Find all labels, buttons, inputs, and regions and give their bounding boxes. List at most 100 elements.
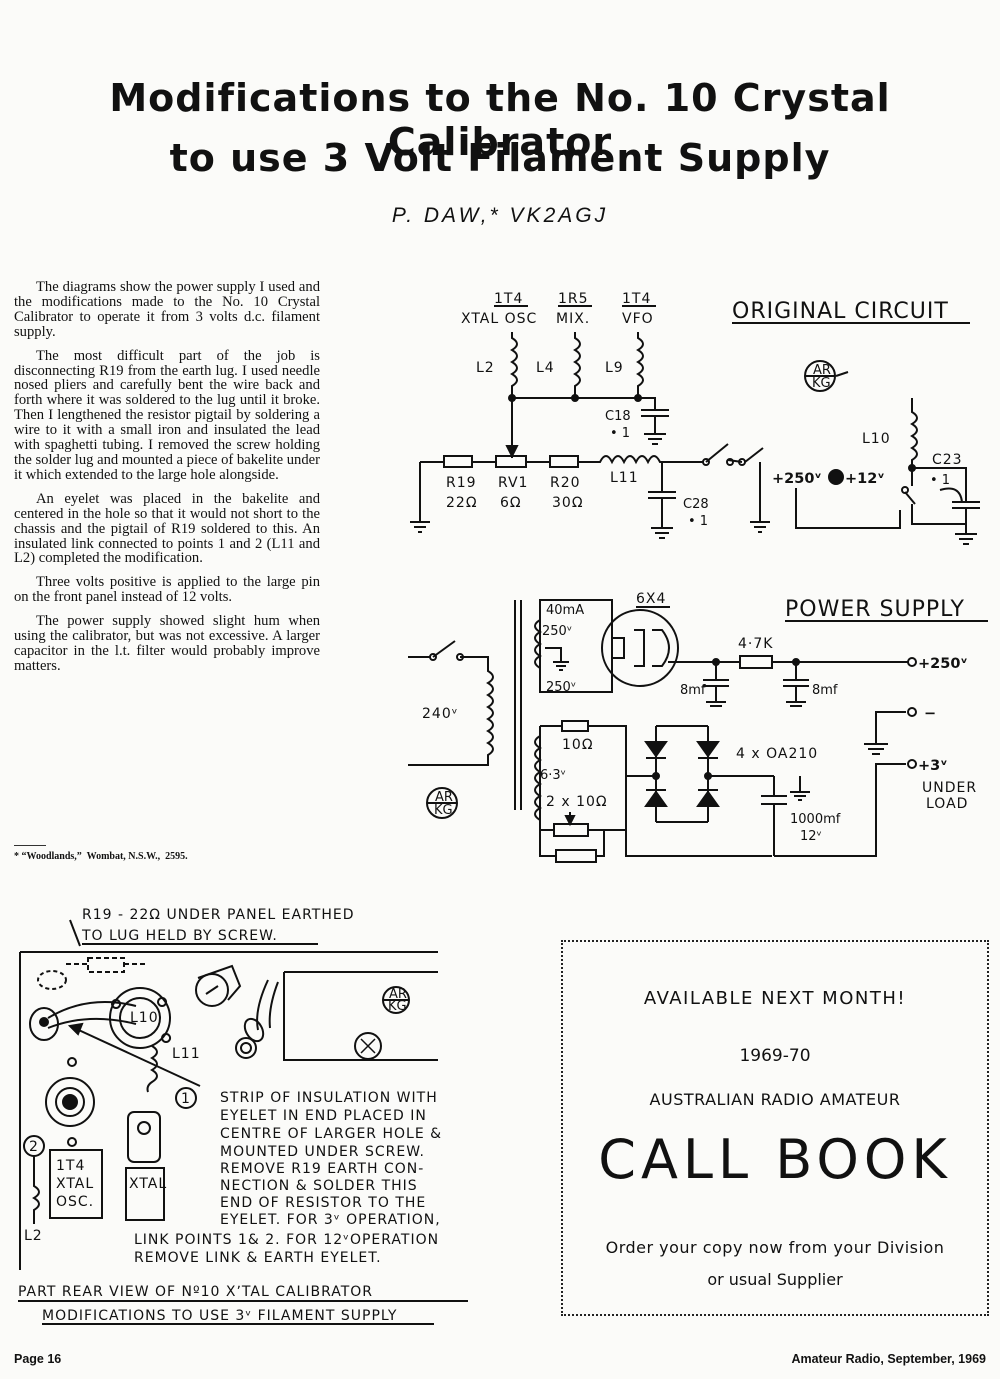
rear-view-drawing: R19 - 22Ω UNDER PANEL EARTHED TO LUG HEL…	[18, 907, 468, 1325]
drawing-caption-line1: PART REAR VIEW OF Nº10 XʼTAL CALIBRATOR	[18, 1284, 373, 1300]
note-line: REMOVE R19 EARTH CON-	[220, 1161, 424, 1177]
body-paragraph: The most difficult part of the job is di…	[14, 347, 320, 483]
cap-12v-label: 12ᵛ	[800, 829, 822, 844]
output-3v-label: +3ᵛ	[918, 758, 948, 774]
supply-250v-label: +250ᵛ	[772, 471, 822, 487]
body-paragraph: The diagrams show the power supply I use…	[14, 279, 320, 340]
tube3-function: VFO	[622, 311, 654, 327]
publication-footer: Amateur Radio, September, 1969	[791, 1352, 986, 1366]
l2-label: L2	[476, 360, 495, 376]
body-paragraph: The power supply showed slight hum when …	[14, 613, 320, 674]
article-title-line2: to use 3 Volt Filament Supply	[169, 136, 831, 180]
c18-value: • 1	[610, 426, 630, 441]
logo-top: AR	[389, 987, 407, 1002]
c23-value: • 1	[930, 473, 950, 488]
logo-top: AR	[813, 363, 831, 378]
body-paragraph: An eyelet was placed in the bakelite and…	[14, 490, 320, 567]
l10-label: L10	[862, 431, 891, 447]
r19-label: R19	[446, 475, 477, 491]
drawing-tube-label: 1T4	[56, 1158, 85, 1174]
c28-label: C28	[683, 497, 709, 512]
c28-value: • 1	[688, 514, 708, 529]
logo-bottom: KG	[434, 803, 453, 818]
ad-line6: or usual Supplier	[707, 1270, 843, 1289]
ar-kg-logo: AR KG	[426, 787, 458, 819]
note-line: EYELET IN END PLACED IN	[220, 1108, 427, 1124]
resistor-2x10r-label: 2 x 10Ω	[546, 794, 608, 810]
resistor-4k7-label: 4·7K	[738, 636, 773, 652]
drawing-header-line2: TO LUG HELD BY SCREW.	[81, 928, 278, 944]
cap-8mf-label-b: 8mf	[812, 683, 838, 698]
note-line: EYELET. FOR 3ᵛ OPERATION,	[220, 1212, 441, 1228]
ad-line2: 1969-70	[739, 1046, 811, 1066]
logo-bottom: KG	[388, 999, 407, 1014]
supply-12v-label: +12ᵛ	[845, 471, 885, 487]
cap-1000mf-label: 1000mf	[790, 812, 841, 827]
drawing-xtal-osc-line1: XTAL	[56, 1176, 94, 1192]
note-line: NECTION & SOLDER THIS	[220, 1178, 418, 1194]
article-body: The diagrams show the power supply I use…	[14, 280, 320, 683]
current-40ma-label: 40mA	[546, 603, 584, 618]
cap-8mf-label-a: 8mf	[680, 683, 706, 698]
r19-value: 22Ω	[446, 495, 478, 511]
original-circuit: ORIGINAL CIRCUIT 1T4 XTAL OSC 1R5 MIX. 1…	[410, 291, 980, 545]
r20-label: R20	[550, 475, 581, 491]
point1-label: 1	[181, 1091, 191, 1107]
logo-top: AR	[435, 790, 453, 805]
drawing-header-line1: R19 - 22Ω UNDER PANEL EARTHED	[82, 907, 355, 923]
diodes-label: 4 x OA210	[736, 746, 818, 762]
note-line: CENTRE OF LARGER HOLE &	[220, 1126, 442, 1142]
drawing-xtal-label: XTAL	[129, 1176, 167, 1192]
page-number: Page 16	[14, 1352, 62, 1366]
hv-250v-label-b: 250ᵛ	[546, 680, 576, 695]
logo-bottom: KG	[812, 376, 831, 391]
resistor-10r-label: 10Ω	[562, 737, 594, 753]
ad-line3: AUSTRALIAN RADIO AMATEUR	[649, 1090, 901, 1109]
ad-line1: AVAILABLE NEXT MONTH!	[643, 988, 907, 1009]
ad-line5: Order your copy now from your Division	[605, 1238, 945, 1257]
footnote: * “Woodlands,” Wombat, N.S.W., 2595.	[14, 851, 188, 862]
c18-label: C18	[605, 409, 631, 424]
drawing-l10-label: L10	[130, 1010, 159, 1026]
drawing-caption-line2: MODIFICATIONS TO USE 3ᵛ FILAMENT SUPPLY	[42, 1308, 397, 1324]
drawing-l2-label: L2	[24, 1228, 43, 1244]
under-label: UNDER	[922, 780, 977, 796]
ar-kg-logo: AR KG	[804, 360, 849, 392]
call-book-advertisement: AVAILABLE NEXT MONTH! 1969-70 AUSTRALIAN…	[561, 940, 989, 1316]
c23-label: C23	[932, 452, 963, 468]
note-line: MOUNTED UNDER SCREW.	[220, 1144, 425, 1160]
tube2-label: 1R5	[558, 291, 589, 307]
power-supply-circuit: POWER SUPPLY 240ᵛ 40mA 250ᵛ 250ᵛ 6X4	[408, 591, 988, 863]
power-supply-title: POWER SUPPLY	[785, 597, 965, 622]
output-minus-label: −	[924, 706, 936, 722]
ad-headline: CALL BOOK	[598, 1128, 952, 1191]
l9-label: L9	[605, 360, 624, 376]
original-circuit-title: ORIGINAL CIRCUIT	[732, 299, 949, 324]
drawing-xtal-osc-line2: OSC.	[56, 1194, 94, 1210]
note-line: STRIP OF INSULATION WITH	[220, 1090, 438, 1106]
r20-value: 30Ω	[552, 495, 584, 511]
article-title-line1: Modifications to the No. 10 Crystal Cali…	[109, 76, 891, 164]
tube1-label: 1T4	[494, 291, 523, 307]
point2-label: 2	[29, 1139, 39, 1155]
note-line: LINK POINTS 1& 2. FOR 12ᵛOPERATION	[134, 1232, 439, 1248]
note-line: END OF RESISTOR TO THE	[220, 1195, 426, 1211]
body-paragraph: Three volts positive is applied to the l…	[14, 574, 320, 606]
rv1-label: RV1	[498, 475, 528, 491]
rectifier-tube-label: 6X4	[636, 591, 666, 607]
modification-note: STRIP OF INSULATION WITH EYELET IN END P…	[134, 1090, 442, 1266]
l11-label: L11	[610, 470, 639, 486]
tube1-function: XTAL OSC	[461, 311, 537, 327]
rv1-value: 6Ω	[500, 495, 522, 511]
author-byline: P. DAW,* VK2AGJ	[391, 204, 609, 227]
output-250v-label: +250ᵛ	[918, 656, 968, 672]
l4-label: L4	[536, 360, 555, 376]
hv-250v-label-a: 250ᵛ	[542, 624, 572, 639]
lt-6v3-label: 6·3ᵛ	[540, 768, 566, 783]
mains-240v-label: 240ᵛ	[422, 706, 459, 722]
footnote-rule	[14, 845, 46, 846]
note-line: REMOVE LINK & EARTH EYELET.	[134, 1250, 382, 1266]
tube3-label: 1T4	[622, 291, 651, 307]
